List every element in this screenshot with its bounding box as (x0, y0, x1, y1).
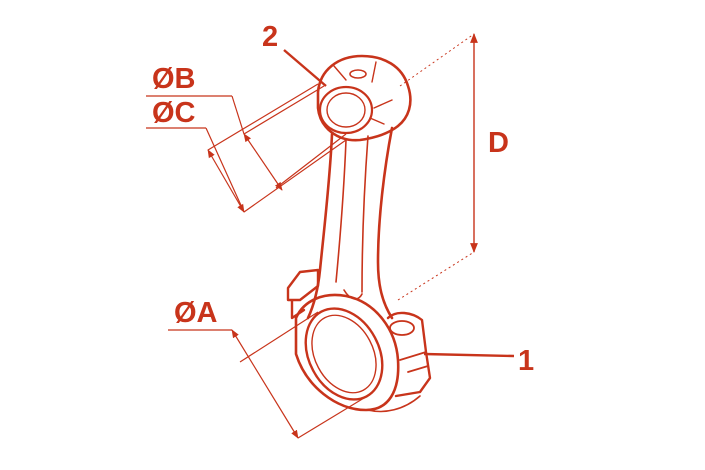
callout-2-label: 2 (262, 21, 278, 53)
dim-c-ext-3 (243, 139, 347, 213)
dim-d-extension-top (399, 33, 475, 87)
dim-a-ext-bottom (297, 397, 365, 439)
big-end-left-lug (286, 268, 320, 320)
rod-shank-channel (335, 135, 369, 300)
dim-b-ext-1 (231, 95, 245, 135)
big-end-cap-edge (367, 395, 421, 413)
dim-d-extension-bottom (397, 251, 475, 301)
callout-1-label: 1 (518, 345, 534, 377)
dim-c-label: ØC (152, 97, 196, 129)
callout-1-leader (423, 352, 515, 358)
rod-shank-outer (306, 126, 394, 320)
dim-a-arrow-line (231, 329, 299, 439)
dim-b-arrow-line (243, 133, 283, 191)
dim-d-label: D (488, 127, 509, 159)
dim-b-ext-2 (243, 85, 325, 135)
dim-c-ext-2 (207, 83, 319, 151)
dim-c-ext-1 (205, 127, 245, 213)
callout-2-leader (283, 49, 327, 87)
dim-b-label: ØB (152, 63, 196, 95)
big-end-bore (304, 307, 384, 401)
small-end-bushing (318, 85, 374, 135)
dim-a-label: ØA (174, 297, 218, 329)
big-end-cap-split (399, 351, 429, 373)
small-end-facet-lines (333, 61, 393, 125)
small-end-outer (316, 54, 412, 142)
big-end-outer (294, 293, 400, 412)
big-end-bearing-shell (311, 314, 377, 394)
small-end-bore (326, 92, 366, 128)
big-end-right-lug (386, 311, 432, 398)
dim-c-arrow-line (207, 149, 245, 213)
small-end-oil-hole (349, 69, 367, 79)
right-bolt-head (389, 320, 415, 336)
dim-b-ext-3 (275, 133, 347, 189)
